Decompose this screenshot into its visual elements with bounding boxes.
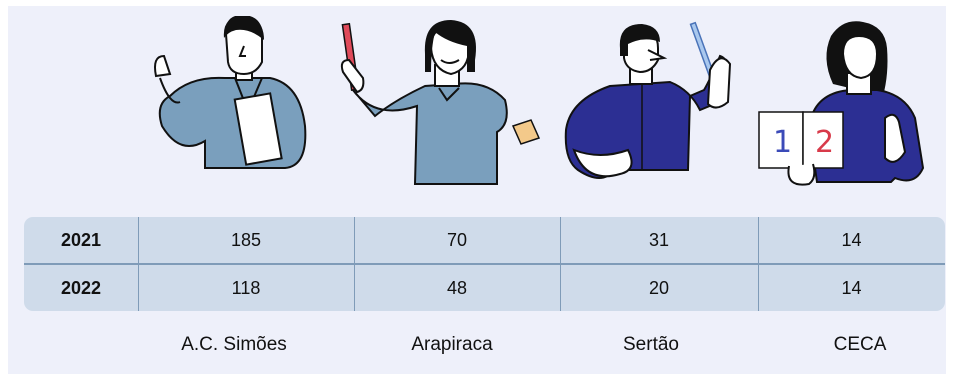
svg-text:1: 1 [773,125,792,160]
table-row: 2022 118 48 20 14 [24,265,945,311]
column-divider [560,217,561,311]
column-label-arapiraca: Arapiraca [411,334,493,355]
year-label: 2021 [60,230,102,250]
person-holding-card-icon: 1 2 [755,18,935,188]
table-cell: 70 [446,230,468,250]
table-cell: 118 [231,278,261,298]
table-cell: 20 [648,278,670,298]
person-raising-pencil-icon [335,20,545,190]
enrollment-table: 2021 185 70 31 14 2022 118 48 20 14 [24,217,945,311]
column-label-sertao: Sertão [623,334,679,355]
column-divider [354,217,355,311]
column-label-ac-simoes: A.C. Simões [181,334,287,355]
row-divider [24,263,945,265]
column-divider [138,217,139,311]
table-cell: 48 [446,278,468,298]
table-cell: 14 [841,278,862,298]
table-cell: 31 [648,230,670,250]
table-row: 2021 185 70 31 14 [24,217,945,263]
person-holding-pen-icon [560,20,740,190]
svg-text:2: 2 [815,125,834,160]
year-label: 2022 [60,278,102,298]
person-pointing-up-icon [150,16,320,186]
column-divider [758,217,759,311]
column-label-ceca: CECA [833,334,887,355]
table-cell: 185 [230,230,262,250]
table-cell: 14 [841,230,862,250]
